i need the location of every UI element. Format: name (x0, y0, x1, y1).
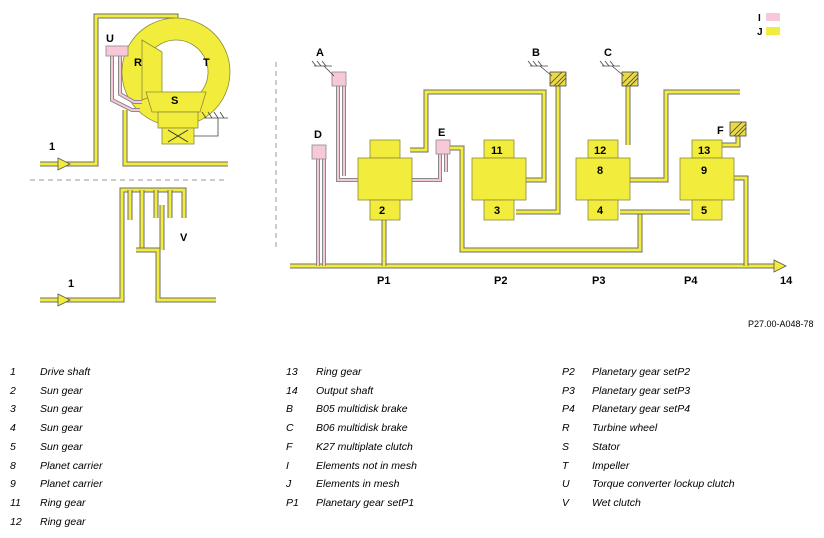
legend-item-text: Sun gear (40, 403, 83, 416)
legend-item-number: T (562, 459, 569, 472)
legend-item-text: Drive shaft (40, 366, 91, 378)
legend-item-text: Sun gear (40, 384, 83, 397)
legend-item-text: Planetary gear setP1 (316, 496, 415, 509)
legend-item-text: B05 multidisk brake (316, 403, 408, 416)
legend-item-text: Planet carrier (40, 478, 103, 491)
legend-item-number: F (286, 440, 293, 453)
label-T: T (203, 57, 210, 69)
gear-train: A B C D E F 2 11 3 12 8 4 13 9 5 14 P1 P… (290, 47, 793, 287)
label-gear-9: 9 (701, 165, 707, 177)
legend-item-text: Stator (592, 440, 621, 453)
label-V: V (180, 232, 188, 244)
legend-item-text: Ring gear (40, 496, 86, 509)
legend-item-text: Elements in mesh (316, 478, 400, 491)
legend-item-number: U (562, 478, 570, 491)
label-R: R (134, 57, 142, 69)
legend-item-number: 5 (10, 440, 16, 453)
legend-item-number: 3 (10, 403, 16, 416)
label-F: F (717, 125, 724, 137)
key-I-label: I (758, 13, 761, 24)
label-S: S (171, 95, 178, 107)
legend-item-number: P3 (562, 384, 575, 397)
legend-item-text: Planetary gear setP3 (592, 384, 691, 397)
label-E: E (438, 127, 445, 139)
label-1-top: 1 (49, 141, 55, 153)
label-gear-13: 13 (698, 145, 710, 157)
reference-code: P27.00-A048-78 (748, 319, 814, 329)
brake-D (311, 144, 327, 160)
legend-item-text: Impeller (592, 459, 630, 472)
legend-item-number: C (286, 422, 294, 435)
legend-item-number: 4 (10, 422, 16, 435)
brake-C (621, 71, 639, 87)
legend-item-text: Ring gear (40, 515, 86, 528)
color-key: I J (757, 13, 780, 38)
legend-item-text: Output shaft (316, 384, 374, 397)
legend-item-number: 12 (10, 515, 22, 528)
label-P3: P3 (592, 275, 605, 287)
label-D: D (314, 129, 322, 141)
label-gear-2: 2 (379, 205, 385, 217)
label-B: B (532, 47, 540, 59)
legend-item-number: 13 (286, 366, 298, 378)
label-A: A (316, 47, 324, 59)
torque-converter: 1 U R T S (40, 13, 231, 171)
legend-item-text: Planetary gear setP4 (592, 403, 691, 416)
legend-item-number: 9 (10, 478, 16, 491)
legend-item-number: R (562, 422, 570, 435)
brake-A (331, 71, 347, 87)
legend-item-number: I (286, 459, 289, 472)
label-1-bottom: 1 (68, 278, 74, 290)
legend-item-text: Sun gear (40, 440, 83, 453)
label-gear-3: 3 (494, 205, 500, 217)
legend-item-text: Elements not in mesh (316, 459, 417, 472)
legend-item-number: 2 (10, 384, 16, 397)
label-gear-12: 12 (594, 145, 606, 157)
label-output-14: 14 (780, 275, 793, 287)
legend-item-number: 11 (10, 496, 21, 509)
label-gear-5: 5 (701, 205, 707, 217)
key-I-swatch (766, 13, 780, 21)
legend-item-number: 1 (10, 366, 16, 378)
legend-item-text: Wet clutch (592, 496, 641, 509)
label-P4: P4 (684, 275, 698, 287)
legend-item-number: 8 (10, 459, 16, 472)
clutch-E (435, 139, 451, 155)
legend-item-text: Turbine wheel (592, 422, 658, 435)
brake-B (549, 71, 567, 87)
label-P2: P2 (494, 275, 507, 287)
label-C: C (604, 47, 612, 59)
legend-item-number: V (562, 496, 570, 509)
label-P1: P1 (377, 275, 390, 287)
legend-item-number: B (286, 403, 294, 416)
legend-item-number: S (562, 440, 570, 453)
legend-item-number: P1 (286, 496, 299, 509)
label-gear-11: 11 (491, 145, 503, 157)
key-J-label: J (757, 27, 763, 38)
legend-item-text: Planet carrier (40, 459, 103, 472)
legend-item-text: Ring gear (316, 366, 362, 378)
key-J-swatch (766, 27, 780, 35)
clutch-F (729, 121, 747, 137)
legend-item-number: 14 (286, 384, 298, 397)
label-U: U (106, 33, 114, 45)
legend-item-text: B06 multidisk brake (316, 422, 408, 435)
legend-item-text: Torque converter lockup clutch (592, 478, 735, 491)
label-gear-8: 8 (597, 165, 603, 177)
legend-item-text: Sun gear (40, 422, 83, 435)
wet-clutch: 1 V (40, 187, 216, 307)
legend-item-text: Planetary gear setP2 (592, 366, 691, 378)
legend-item-number: P4 (562, 403, 575, 416)
label-gear-4: 4 (597, 205, 604, 217)
legend-item-number: J (286, 478, 292, 491)
legend-item-number: P2 (562, 366, 575, 378)
legend-item-text: K27 multiplate clutch (316, 440, 413, 453)
